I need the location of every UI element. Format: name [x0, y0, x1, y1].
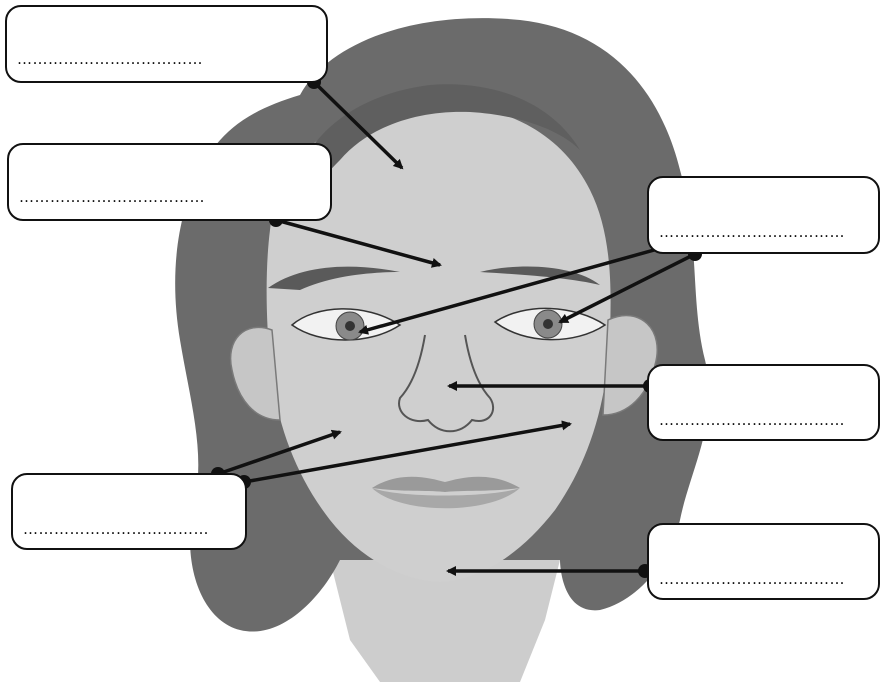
pointer-forehead	[312, 80, 404, 170]
label-box-cheek[interactable]: ………………………………	[11, 473, 247, 550]
hair-fringe	[290, 84, 580, 200]
answer-blank-cheek[interactable]: ………………………………	[23, 521, 209, 537]
label-box-forehead[interactable]: ………………………………	[5, 5, 328, 83]
pointer-eyebrow	[275, 218, 442, 268]
lower-lip	[372, 488, 520, 509]
label-box-eyebrow[interactable]: ………………………………	[7, 143, 332, 221]
answer-blank-forehead[interactable]: ………………………………	[17, 51, 203, 67]
answer-blank-chin[interactable]: ………………………………	[659, 571, 845, 587]
nose	[398, 334, 495, 433]
left-eyebrow	[268, 266, 400, 290]
pointer-right-eye	[558, 252, 696, 324]
upper-lip	[372, 476, 520, 492]
right-eyebrow	[480, 266, 600, 285]
neck	[330, 560, 560, 682]
left-pupil	[345, 321, 355, 331]
right-pupil	[543, 319, 553, 329]
left-ear	[229, 326, 281, 421]
pointer-left-cheek	[217, 429, 342, 476]
label-box-eye[interactable]: ………………………………	[647, 176, 880, 254]
answer-blank-eyebrow[interactable]: ………………………………	[19, 189, 205, 205]
pointer-left-eye	[358, 243, 673, 335]
answer-blank-eye[interactable]: ………………………………	[659, 224, 845, 240]
pointer-lines	[217, 80, 696, 576]
label-box-chin[interactable]: ………………………………	[647, 523, 880, 600]
label-box-nose[interactable]: ………………………………	[647, 364, 880, 441]
pointer-right-cheek	[243, 420, 572, 484]
answer-blank-nose[interactable]: ………………………………	[659, 412, 845, 428]
